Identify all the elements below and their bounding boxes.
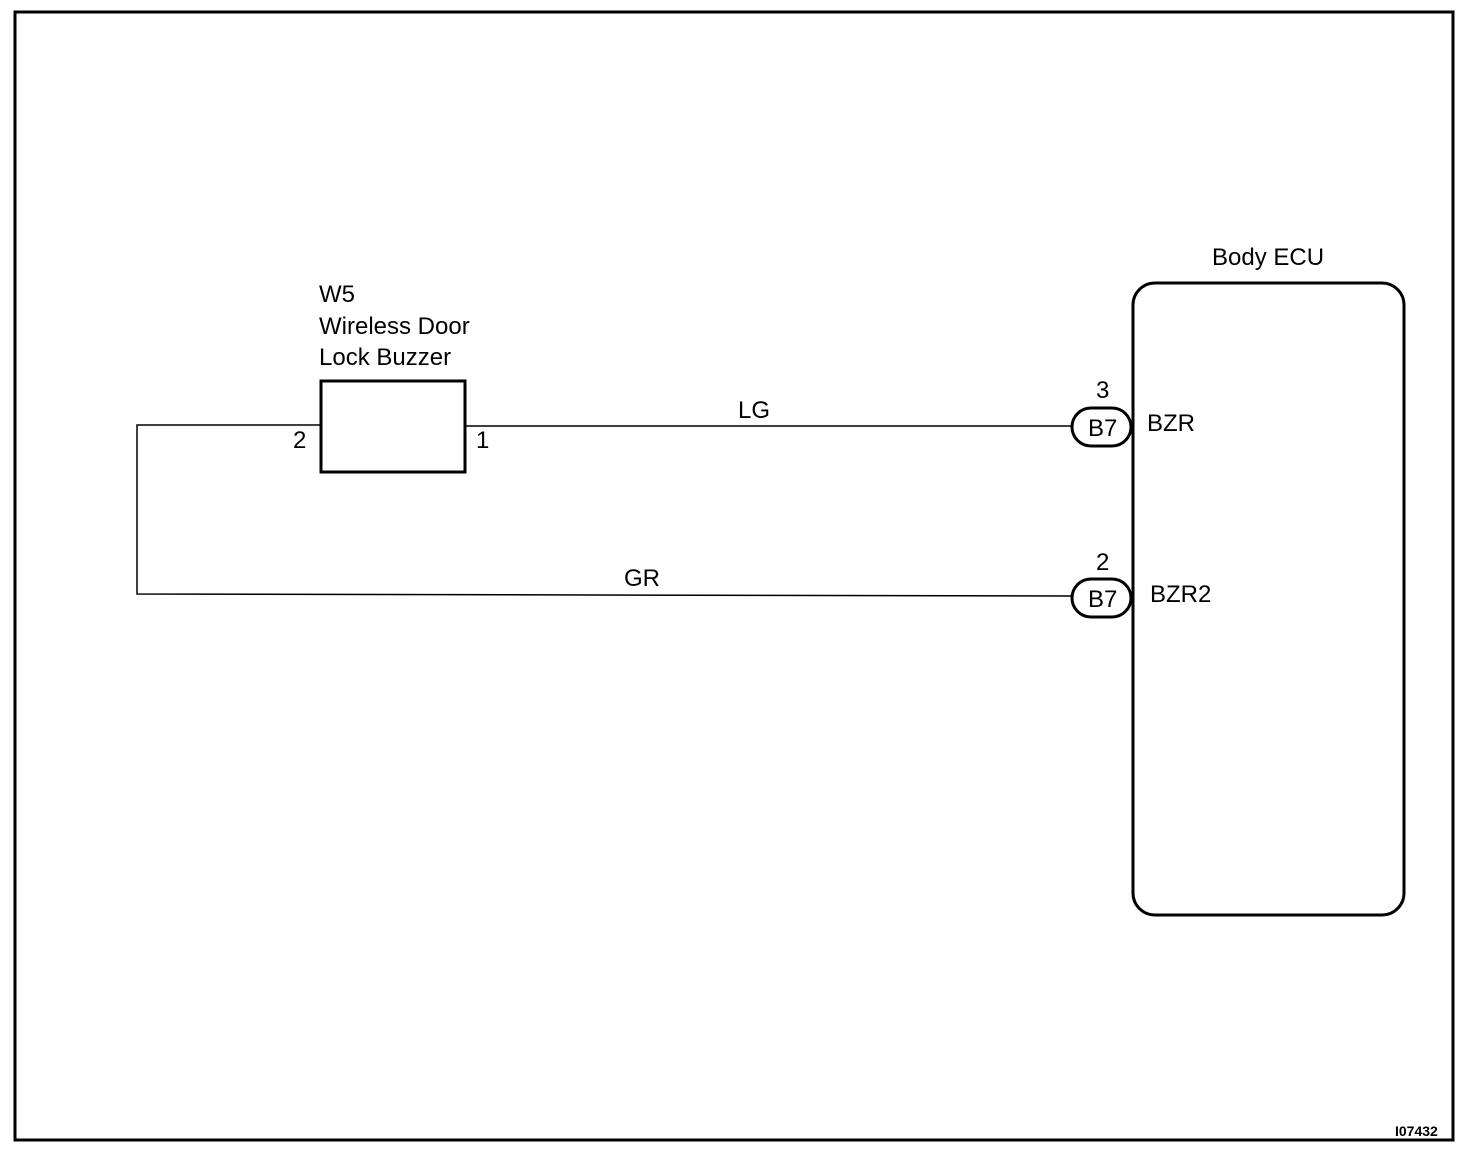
wire-gr-label: GR (624, 565, 660, 592)
figure-id: I07432 (1395, 1123, 1438, 1139)
connector-b7-top (1070, 406, 1133, 448)
buzzer-pin-right: 1 (476, 427, 489, 454)
wire-gr (136, 424, 1073, 597)
ecu-title: Body ECU (1212, 244, 1324, 271)
terminal-bzr: BZR (1147, 410, 1195, 437)
connector-pin-2: 2 (1096, 549, 1109, 576)
component-code: W5 (319, 281, 355, 308)
connector-b7-bottom (1070, 577, 1133, 619)
connector-pin-3: 3 (1096, 377, 1109, 404)
terminal-bzr2: BZR2 (1150, 581, 1211, 608)
buzzer-pin-left: 2 (293, 427, 306, 454)
diagram-frame (13, 10, 1455, 1142)
body-ecu-box (1131, 281, 1406, 917)
buzzer-component-box (319, 379, 467, 474)
wire-lg-label: LG (738, 397, 770, 424)
component-name-line2: Lock Buzzer (319, 344, 451, 371)
connector-b7-bottom-label: B7 (1088, 586, 1117, 613)
connector-b7-top-label: B7 (1088, 415, 1117, 442)
component-name-line1: Wireless Door (319, 313, 470, 340)
